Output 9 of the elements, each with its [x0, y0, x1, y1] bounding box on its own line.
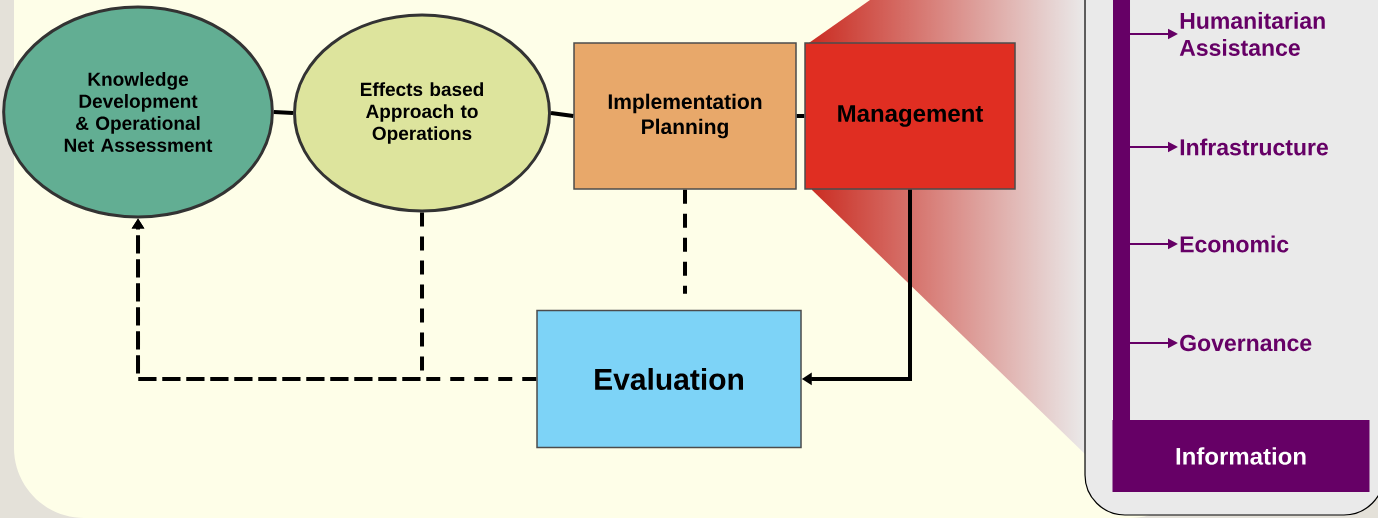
connector-line [796, 114, 805, 118]
connector-line [550, 111, 574, 118]
ellipse-node: Knowledge Development & Operational Net Assessment [2, 5, 274, 219]
process-box: Management [804, 42, 1016, 190]
process-box: Evaluation [536, 309, 802, 449]
connector-line [273, 110, 294, 115]
dashed-arrow [131, 212, 424, 381]
ellipse-node: Effects based Approach to Operations [293, 13, 551, 213]
process-box: Implementation Planning [573, 42, 797, 190]
